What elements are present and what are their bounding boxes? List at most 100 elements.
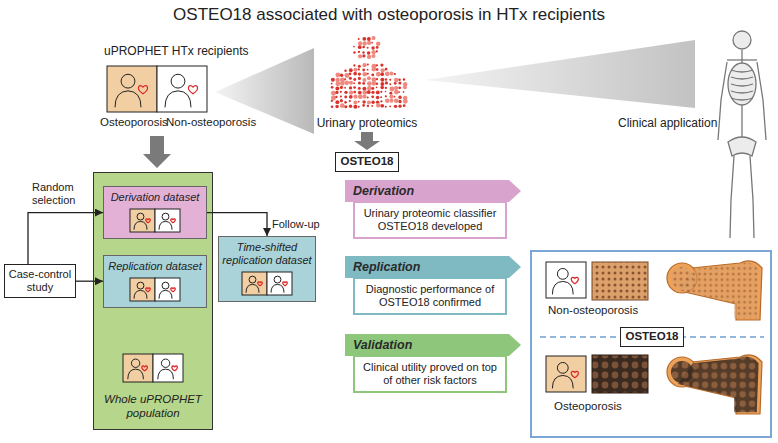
edge-label: Follow-up (272, 218, 320, 231)
protein-dot (385, 87, 387, 89)
protein-dot (340, 91, 342, 93)
protein-dot (353, 82, 355, 84)
icon-head (171, 74, 185, 88)
protein-dot (358, 54, 362, 58)
node-text: Case-control study (7, 268, 73, 294)
protein-dot (367, 90, 371, 94)
icon-body (159, 222, 172, 230)
protein-dot (394, 99, 399, 104)
heart-icon (283, 282, 288, 286)
icon-body (157, 369, 173, 379)
study-box: Case-control study (4, 264, 76, 298)
protein-dot (331, 86, 334, 89)
protein-dot (362, 95, 366, 99)
heart-icon (571, 277, 578, 283)
protein-dot (394, 96, 396, 98)
rib (731, 84, 753, 86)
icon-head (274, 277, 281, 284)
protein-dot (358, 91, 362, 95)
protein-dot (353, 105, 357, 109)
icon-head (162, 213, 169, 220)
skull (733, 31, 751, 49)
protein-dot (358, 38, 360, 40)
protein-dot (376, 50, 378, 52)
protein-dot (371, 105, 373, 107)
population-icons (129, 277, 181, 303)
protein-dot (403, 85, 407, 89)
icon-body (127, 369, 143, 379)
protein-dot (367, 73, 369, 75)
protein-dot (362, 72, 367, 77)
protein-dot (349, 73, 352, 76)
down-arrow (354, 132, 380, 150)
protein-dot (389, 99, 393, 103)
connector-arrow (76, 281, 103, 282)
protein-dot (403, 99, 408, 104)
icon-frame (267, 272, 292, 295)
protein-dot (331, 78, 335, 82)
protein-dot (380, 100, 382, 102)
protein-dot (362, 37, 366, 41)
collarbone (727, 59, 757, 60)
protein-dot (344, 91, 347, 94)
population-icons (129, 208, 181, 234)
protein-dot (367, 41, 371, 45)
protein-dot (371, 36, 375, 40)
pelvis (728, 137, 756, 156)
protein-dot (376, 96, 379, 99)
protein-dot (362, 87, 366, 91)
protein-dot (376, 86, 378, 88)
protein-dot (380, 63, 383, 66)
protein-dot (371, 95, 374, 98)
banner-heading: Replication (345, 256, 521, 278)
protein-dot (344, 101, 347, 104)
protein-dot (353, 68, 357, 72)
panel-caption: Whole uPROPHET population (98, 393, 208, 421)
classifier-box: OSTEO18 (620, 327, 684, 347)
protein-dot (380, 72, 384, 76)
protein-dot (349, 100, 351, 102)
icon-body (134, 222, 147, 230)
protein-dot (344, 78, 346, 80)
icon-body (552, 281, 573, 294)
protein-dot (353, 78, 356, 81)
protein-dot (331, 106, 334, 109)
protein-dot (335, 105, 338, 108)
protein-dot (358, 68, 360, 70)
icon-frame (153, 354, 183, 382)
node-text: Time-shifted replication dataset (220, 241, 314, 267)
node-text: Derivation dataset (106, 191, 204, 204)
heart-icon (171, 366, 176, 371)
protein-dot (376, 83, 378, 85)
application-panel: OSTEO18Non-osteoporosisOsteoporosis (530, 250, 772, 438)
icon-head (557, 268, 568, 279)
arm-bone (757, 62, 766, 140)
protein-dot (389, 86, 394, 91)
protein-dot (353, 51, 355, 53)
protein-dot (371, 81, 376, 86)
protein-dot (385, 81, 388, 84)
protein-dot (335, 100, 339, 104)
protein-dot (340, 86, 343, 89)
protein-dot (362, 100, 365, 103)
protein-dot (389, 92, 392, 95)
protein-dot (380, 68, 384, 72)
proteomics-figure (331, 36, 408, 109)
banner-text: Urinary proteomic classifier OSTEO18 dev… (361, 207, 499, 233)
icon-frame (123, 354, 153, 382)
protein-dot (376, 91, 380, 95)
protein-dot (367, 81, 372, 86)
population-icons (122, 353, 184, 383)
protein-dot (344, 70, 347, 73)
protein-dot (349, 86, 352, 89)
protein-dot (389, 95, 393, 99)
protein-dot (367, 69, 369, 71)
protein-dot (349, 91, 353, 95)
protein-dot (344, 81, 349, 86)
protein-dot (353, 72, 357, 76)
heart-icon (141, 366, 146, 371)
banner-body: Clinical utility proved on top of other … (353, 355, 507, 393)
protein-dot (331, 91, 336, 96)
protein-dot (353, 91, 356, 94)
